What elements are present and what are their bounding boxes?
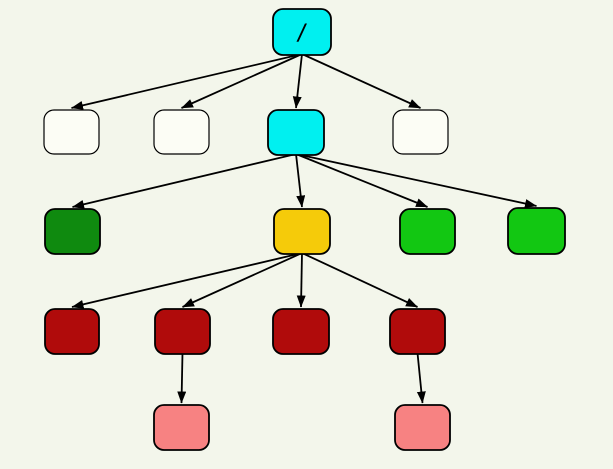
tree-node-level4-box4 — [389, 308, 446, 355]
tree-node-level3-box4 — [507, 207, 566, 255]
edge-root-to-level2-box3 — [292, 53, 303, 109]
edge-level2-box3-to-level3-box1 — [72, 153, 297, 209]
tree-node-level2-box3 — [267, 109, 325, 156]
tree-node-level2-box1 — [43, 109, 100, 155]
edge-level3-box2-to-level4-box3 — [296, 252, 306, 308]
edge-level4-box4-to-level5-box2 — [416, 352, 426, 404]
edge-level2-box3-to-level3-box4 — [295, 153, 537, 208]
edge-root-to-level2-box4 — [301, 53, 421, 109]
tree-node-level3-box1 — [44, 208, 101, 255]
tree-node-level4-box3 — [272, 308, 330, 355]
tree-node-level2-box4 — [392, 109, 449, 155]
edge-level3-box2-to-level4-box4 — [301, 252, 418, 308]
tree-node-level3-box2 — [273, 208, 331, 255]
tree-node-level3-box3 — [399, 208, 456, 255]
tree-node-level4-box1 — [44, 308, 100, 355]
edge-level2-box3-to-level3-box2 — [295, 153, 306, 208]
tree-node-level4-box2 — [154, 308, 211, 355]
edge-level3-box2-to-level4-box1 — [71, 252, 303, 309]
edge-level4-box2-to-level5-box1 — [177, 352, 187, 404]
edge-root-to-level2-box1 — [71, 53, 303, 110]
tree-node-level2-box2 — [153, 109, 210, 155]
tree-node-level5-box2 — [394, 404, 451, 451]
tree-node-root — [272, 8, 332, 56]
edges-layer — [71, 53, 537, 404]
tree-node-label-root: / — [295, 21, 308, 46]
edge-level2-box3-to-level3-box3 — [295, 153, 428, 208]
edge-level3-box2-to-level4-box2 — [182, 252, 303, 308]
tree-node-level5-box1 — [153, 404, 210, 451]
nodes-layer: / — [43, 8, 566, 451]
edge-root-to-level2-box2 — [181, 53, 303, 109]
